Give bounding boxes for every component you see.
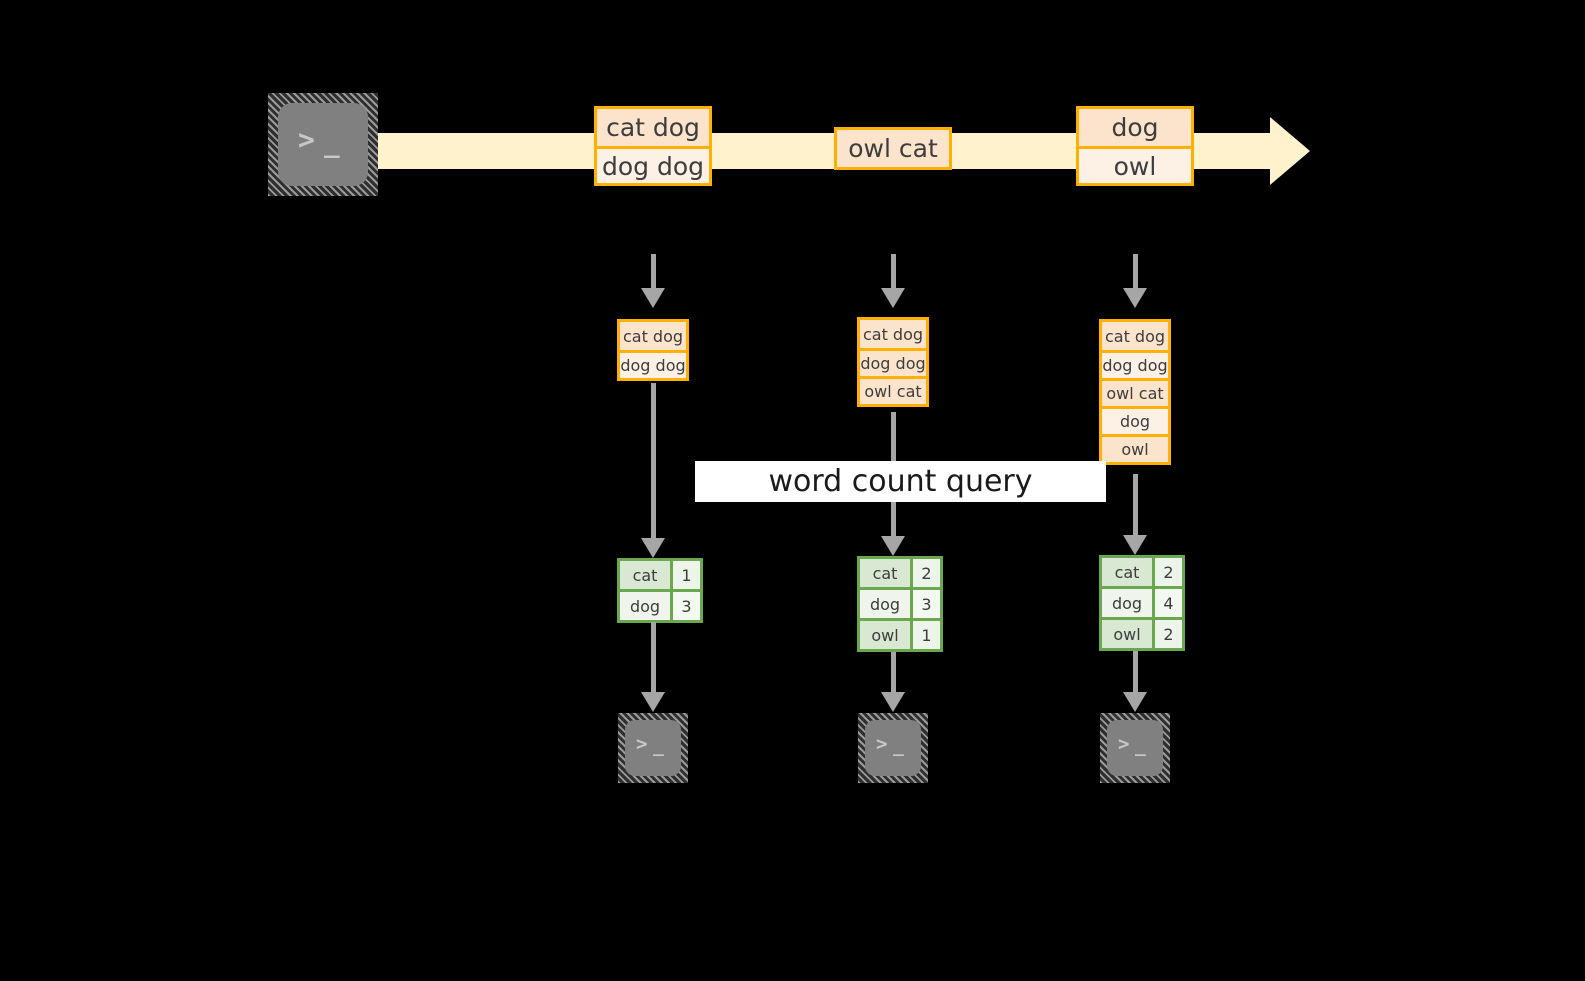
snapshot-3-sink-terminal-icon[interactable]: > _ (1100, 713, 1170, 783)
result-count: 2 (910, 559, 940, 587)
terminal-face (278, 103, 368, 186)
result-count: 2 (1152, 620, 1182, 648)
result-count: 4 (1152, 589, 1182, 617)
source-terminal-icon[interactable]: > _ (268, 93, 378, 196)
result-word: owl (860, 621, 910, 649)
terminal-cursor-icon: _ (1135, 736, 1146, 757)
snapshot-1-sink-arrowhead (641, 692, 665, 712)
timeline-event-2[interactable]: owl cat (834, 127, 952, 170)
table-row: dog 4 (1102, 586, 1182, 617)
snapshot-1-inflow-arrowhead (641, 288, 665, 308)
table-row: owl 1 (860, 618, 940, 649)
stream-arrow-head (1270, 117, 1310, 185)
query-banner-label: word count query (768, 464, 1033, 499)
snapshot-1-query-arrowhead (641, 538, 665, 558)
table-row: cat 2 (860, 559, 940, 587)
record-line: dog dog (860, 348, 926, 376)
record-line: dog dog (597, 146, 709, 183)
result-word: dog (860, 590, 910, 618)
table-row: dog 3 (620, 589, 700, 620)
snapshot-3-inflow-line (1133, 254, 1138, 288)
record-line: owl (1079, 146, 1191, 183)
snapshot-1-inflow-line (651, 254, 656, 288)
record-line: owl cat (837, 130, 949, 167)
snapshot-2-inflow-arrowhead (881, 288, 905, 308)
terminal-face (865, 720, 921, 776)
result-count: 1 (670, 561, 700, 589)
snapshot-3-query-line (1133, 474, 1138, 547)
snapshot-3-records[interactable]: cat dog dog dog owl cat dog owl (1099, 319, 1171, 465)
result-count: 3 (910, 590, 940, 618)
terminal-cursor-icon: _ (324, 129, 340, 159)
record-line: dog (1079, 109, 1191, 146)
snapshot-3-sink-arrowhead (1123, 692, 1147, 712)
result-word: cat (860, 559, 910, 587)
record-line: owl cat (1102, 378, 1168, 406)
record-line: cat dog (620, 322, 686, 350)
record-line: owl (1102, 434, 1168, 462)
record-line: cat dog (597, 109, 709, 146)
record-line: cat dog (1102, 322, 1168, 350)
result-word: owl (1102, 620, 1152, 648)
snapshot-2-sink-arrowhead (881, 692, 905, 712)
snapshot-2-sink-terminal-icon[interactable]: > _ (858, 713, 928, 783)
terminal-cursor-icon: _ (653, 736, 664, 757)
terminal-cursor-icon: _ (893, 736, 904, 757)
terminal-prompt-icon: > (636, 733, 648, 755)
snapshot-3-result-table[interactable]: cat 2 dog 4 owl 2 (1099, 555, 1185, 651)
snapshot-2-result-table[interactable]: cat 2 dog 3 owl 1 (857, 556, 943, 652)
terminal-face (625, 720, 681, 776)
result-word: dog (620, 592, 670, 620)
snapshot-3-sink-line (1133, 651, 1138, 695)
record-line: dog dog (1102, 350, 1168, 378)
query-banner: word count query (695, 461, 1106, 502)
result-count: 1 (910, 621, 940, 649)
terminal-face (1107, 720, 1163, 776)
terminal-prompt-icon: > (876, 733, 888, 755)
record-line: owl cat (860, 376, 926, 404)
snapshot-2-sink-line (891, 652, 896, 695)
result-word: cat (1102, 558, 1152, 586)
snapshot-3-query-arrowhead (1123, 535, 1147, 555)
result-count: 3 (670, 592, 700, 620)
terminal-prompt-icon: > (1118, 733, 1130, 755)
record-line: dog (1102, 406, 1168, 434)
record-line: dog dog (620, 350, 686, 378)
table-row: owl 2 (1102, 617, 1182, 648)
snapshot-3-inflow-arrowhead (1123, 288, 1147, 308)
timeline-event-3[interactable]: dog owl (1076, 106, 1194, 186)
table-row: cat 1 (620, 561, 700, 589)
result-count: 2 (1152, 558, 1182, 586)
snapshot-1-sink-line (651, 622, 656, 695)
snapshot-2-query-arrowhead (881, 536, 905, 556)
terminal-prompt-icon: > (298, 123, 315, 156)
snapshot-2-records[interactable]: cat dog dog dog owl cat (857, 317, 929, 407)
record-line: cat dog (860, 320, 926, 348)
table-row: cat 2 (1102, 558, 1182, 586)
result-word: dog (1102, 589, 1152, 617)
snapshot-1-sink-terminal-icon[interactable]: > _ (618, 713, 688, 783)
snapshot-1-result-table[interactable]: cat 1 dog 3 (617, 558, 703, 623)
table-row: dog 3 (860, 587, 940, 618)
snapshot-2-inflow-line (891, 254, 896, 288)
snapshot-1-query-line (651, 383, 656, 549)
timeline-event-1[interactable]: cat dog dog dog (594, 106, 712, 186)
snapshot-1-records[interactable]: cat dog dog dog (617, 319, 689, 381)
result-word: cat (620, 561, 670, 589)
